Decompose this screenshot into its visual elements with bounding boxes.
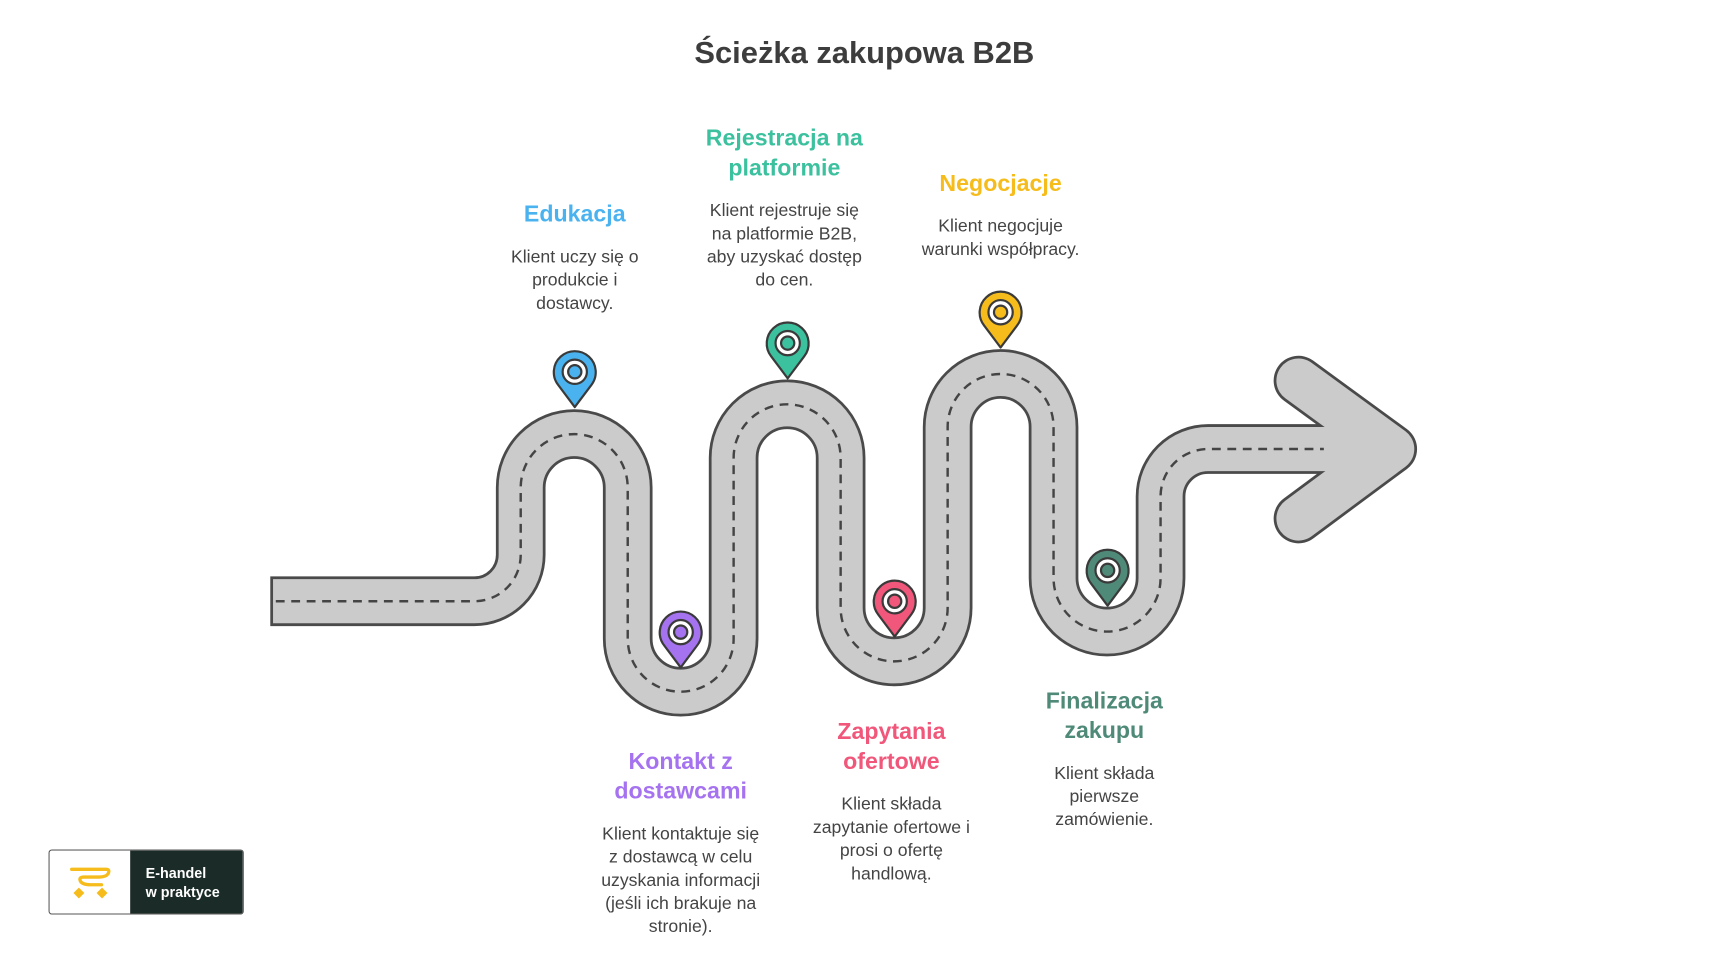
step-heading-line: Kontakt z bbox=[628, 749, 733, 775]
logo-badge: E-handel w praktyce bbox=[48, 849, 244, 915]
step-description-line: Klient uczy się o bbox=[510, 248, 639, 267]
step-description: Klient uczy się o produkcie i dostawcy. bbox=[409, 246, 740, 316]
step-description: Klient składa pierwsze zamówienie. bbox=[939, 762, 1270, 832]
step-description-line: z dostawcą w celu bbox=[609, 848, 753, 868]
step-description-line: Klient kontaktuje się bbox=[602, 825, 760, 844]
logo-line-2: w praktyce bbox=[145, 883, 220, 900]
step-heading-line: Finalizacja bbox=[1045, 688, 1163, 714]
step-description-line: Klient rejestruje się bbox=[709, 201, 859, 221]
step-heading-line: Zapytania bbox=[837, 719, 946, 745]
step-description-line: aby uzyskać dostęp bbox=[706, 248, 862, 267]
step-heading: Edukacja bbox=[409, 200, 740, 230]
step-description-line: (jeśli ich brakuje na bbox=[605, 894, 757, 914]
step-description-line: Klient składa bbox=[1054, 764, 1155, 784]
step-description: Klient kontaktuje się z dostawcą w celu uz… bbox=[515, 823, 846, 939]
map-pin-icon bbox=[1085, 548, 1130, 607]
step-heading-line: zakupu bbox=[1064, 718, 1145, 744]
step-description-line: Klient negocjuje bbox=[938, 217, 1063, 237]
step-heading: Zapytania ofertowe bbox=[726, 717, 1057, 777]
diagram-title: Ścieżka zakupowa B2B bbox=[694, 35, 1035, 70]
step-description-line: stronie). bbox=[648, 917, 713, 937]
step-description-line: Klient składa bbox=[841, 795, 942, 815]
arrow-head bbox=[1276, 358, 1415, 541]
step-heading-line: Edukacja bbox=[523, 201, 626, 228]
map-pin-icon bbox=[658, 610, 703, 669]
step-description-line: dostawcy. bbox=[536, 294, 614, 314]
map-pin-icon bbox=[978, 290, 1023, 349]
step-description: Klient składa zapytanie ofertowe i prosi o… bbox=[726, 793, 1057, 886]
step-description-line: pierwsze bbox=[1069, 787, 1140, 807]
step-description-line: zamówienie. bbox=[1055, 810, 1154, 830]
step-description-line: warunki współpracy. bbox=[921, 240, 1080, 260]
step-heading: Kontakt z dostawcami bbox=[515, 747, 846, 807]
step-heading-line: platformie bbox=[728, 155, 841, 181]
map-pin-icon bbox=[872, 579, 917, 638]
step-heading-line: Negocjacje bbox=[939, 170, 1062, 197]
road-center-line bbox=[275, 372, 1324, 693]
step-heading: Negocjacje bbox=[835, 169, 1166, 199]
step-description-line: uzyskania informacji bbox=[601, 871, 761, 891]
logo-line-1: E-handel bbox=[145, 864, 207, 881]
road-surface bbox=[273, 351, 1368, 714]
step-description: Klient rejestruje się na platformie B2B, a… bbox=[619, 200, 950, 293]
step-description: Klient negocjuje warunki współpracy. bbox=[835, 215, 1166, 261]
cart-logo-icon bbox=[49, 850, 131, 914]
map-pin-icon bbox=[765, 321, 810, 380]
step-description-line: handlową. bbox=[851, 864, 932, 884]
step-description-line: produkcie i bbox=[532, 271, 618, 291]
step-description-line: do cen. bbox=[755, 271, 814, 291]
step-heading: Rejestracja na platformie bbox=[619, 124, 950, 184]
step-heading-line: ofertowe bbox=[843, 749, 940, 775]
map-pin-icon bbox=[552, 350, 597, 409]
step-description-line: prosi o ofertę bbox=[839, 841, 943, 861]
step-description-line: zapytanie ofertowe i bbox=[812, 818, 970, 838]
step-heading: Finalizacja zakupu bbox=[939, 686, 1270, 746]
step-heading-line: Rejestracja na bbox=[705, 125, 863, 152]
step-heading-line: dostawcami bbox=[614, 778, 747, 805]
step-description-line: na platformie B2B, bbox=[711, 225, 857, 244]
